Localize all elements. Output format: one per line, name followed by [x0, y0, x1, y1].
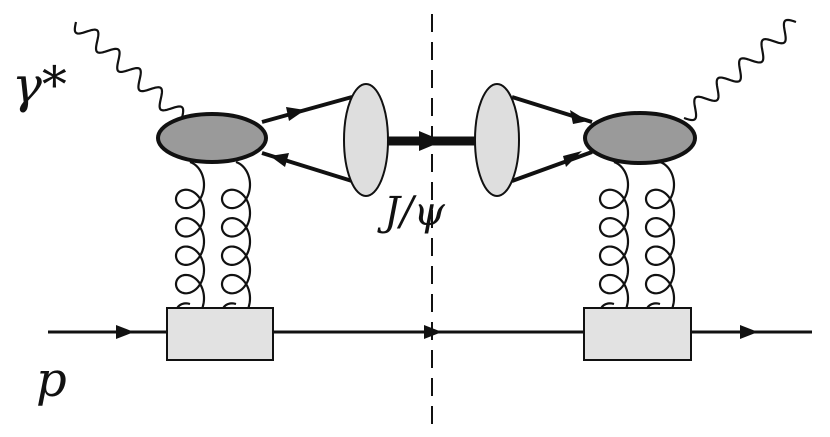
proton-label: p — [36, 352, 67, 408]
proton-arrow-left — [116, 325, 134, 339]
photon-label: γ* — [12, 56, 67, 114]
proton-arrow-right — [740, 325, 758, 339]
meson-blob-right — [474, 83, 520, 197]
proton-arrow-middle — [424, 325, 442, 339]
vertex-blob-left — [156, 112, 268, 164]
vertex-blob-right — [583, 111, 697, 165]
quark-arrow-left-upper — [286, 107, 305, 121]
quark-arrow-right-lower — [563, 151, 582, 167]
proton-box-right — [583, 307, 692, 361]
meson-arrow — [419, 131, 443, 151]
meson-label: J/ψ — [377, 189, 446, 235]
photon-line-left — [73, 21, 185, 119]
proton-box-left — [166, 307, 274, 361]
gluon-left-1 — [174, 160, 206, 323]
gluon-right-1 — [598, 160, 630, 323]
gluon-right-2 — [644, 160, 676, 323]
photon-line-right — [683, 18, 797, 122]
quark-line-right-lower — [511, 150, 593, 183]
quark-arrow-right-upper — [570, 110, 588, 124]
quark-line-left-upper — [261, 95, 353, 124]
quark-arrow-left-lower — [270, 153, 289, 167]
gluon-left-2 — [220, 160, 252, 323]
meson-blob-left — [343, 83, 389, 197]
